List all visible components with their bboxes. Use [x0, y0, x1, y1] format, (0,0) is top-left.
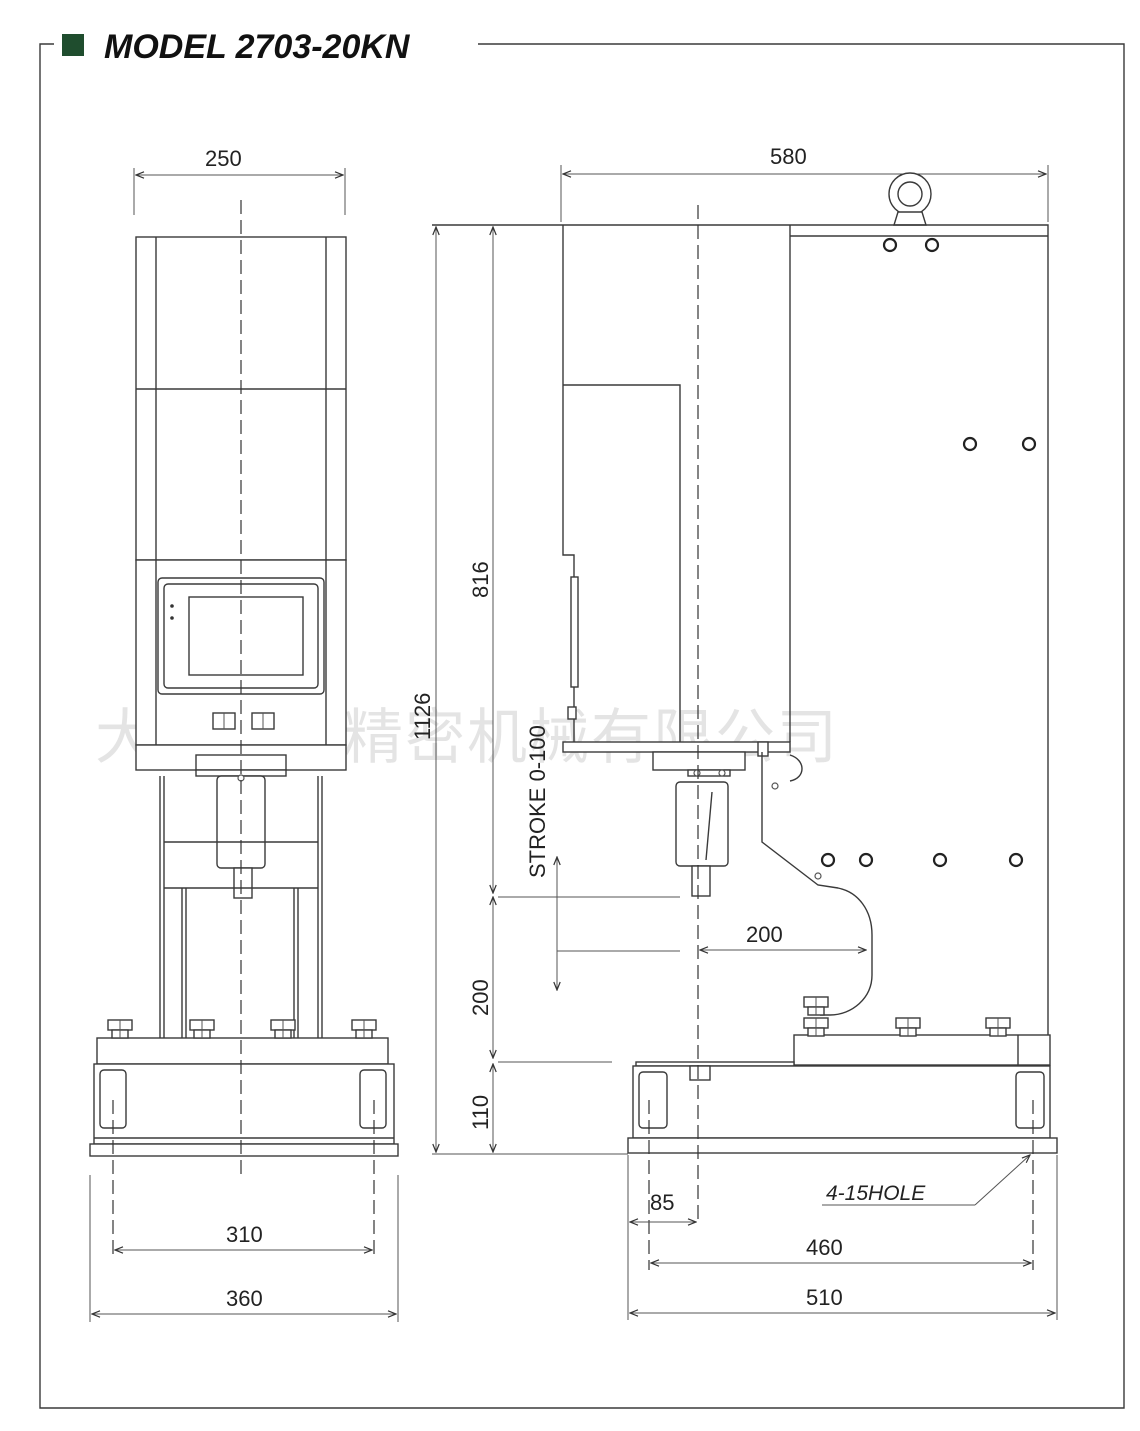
side-hole-spacing-label: 460 [806, 1235, 843, 1260]
lifting-eye-bolt [888, 172, 932, 226]
throat-height-label: 200 [468, 979, 493, 1016]
page-frame [39, 43, 1125, 1409]
front-buttons [212, 712, 275, 730]
front-hole-spacing-label: 310 [226, 1222, 263, 1247]
upper-height-label: 816 [468, 561, 493, 598]
front-width-label: 250 [205, 146, 242, 171]
base-height-label: 110 [468, 1095, 493, 1130]
title-square-icon [62, 34, 84, 56]
front-offset-label: 85 [650, 1190, 674, 1215]
front-view: 250 [89, 146, 399, 1322]
side-table-bolts [803, 996, 1011, 1037]
throat-depth-label: 200 [746, 922, 783, 947]
front-base-width-label: 360 [226, 1286, 263, 1311]
hole-note-label: 4-15HOLE [826, 1182, 926, 1205]
total-height-label: 1126 [410, 693, 435, 740]
side-view: 580 [410, 144, 1058, 1320]
side-depth-label: 580 [770, 144, 807, 169]
stroke-label: STROKE 0-100 [525, 725, 550, 878]
side-base-depth-label: 510 [806, 1285, 843, 1310]
model-title: MODEL 2703-20KN [104, 28, 411, 66]
table-bolts [107, 1019, 377, 1039]
hmi-panel [157, 577, 325, 695]
housing-holes [820, 237, 1037, 868]
page-header: MODEL 2703-20KN [62, 28, 411, 66]
